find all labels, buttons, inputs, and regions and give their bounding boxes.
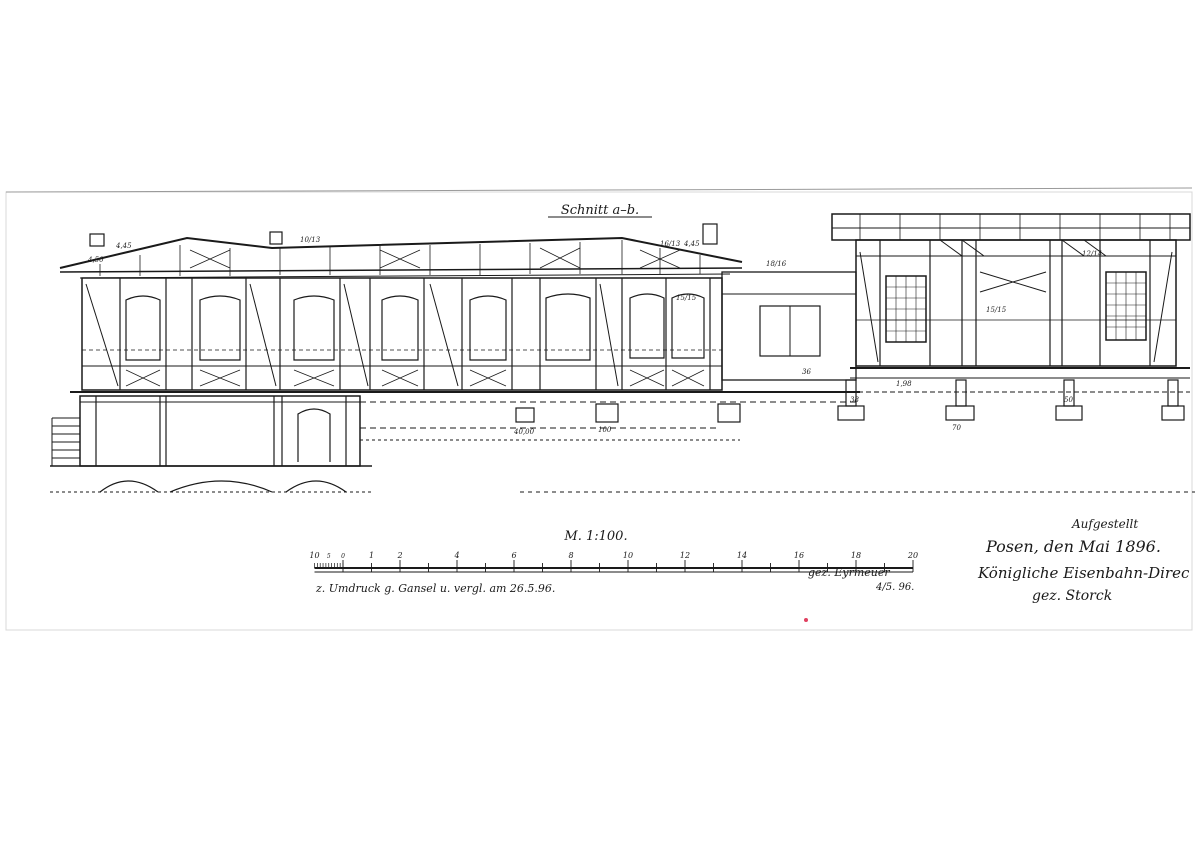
grid-window-left xyxy=(885,275,927,343)
grid-window-right xyxy=(1105,271,1147,341)
dim-label: 100 xyxy=(598,426,612,434)
dim-label: 40,00 xyxy=(513,428,535,436)
signature-block: Aufgestellt Posen, den Mai 1896. Königli… xyxy=(977,517,1190,604)
dim-label: 4,45 xyxy=(115,242,132,250)
wall-braces xyxy=(85,283,619,387)
copy-paper-edge xyxy=(5,191,1193,631)
chimney-right xyxy=(702,223,718,245)
roof-trusses xyxy=(99,240,701,276)
left-building xyxy=(59,223,860,393)
scale-tick-label: 14 xyxy=(737,551,747,560)
dim-label: 1,98 xyxy=(896,380,912,388)
signature-line-3: Königliche Eisenbahn-Direc xyxy=(977,564,1190,582)
basement-door xyxy=(297,408,331,462)
scale-tick-label: 10 xyxy=(623,551,633,560)
footings-left xyxy=(515,403,741,423)
chimney-left xyxy=(89,233,105,247)
dim-label: 50 xyxy=(1064,396,1073,404)
dim-label: 16/13 xyxy=(660,240,681,248)
dimension-labels: 4,45 4,50 10/13 16/13 4,45 15/15 18/16 1… xyxy=(87,236,1102,436)
scale-tick-label: 10 xyxy=(309,551,319,560)
dim-label: 70 xyxy=(952,424,961,432)
roof-line xyxy=(59,236,743,269)
signature-line-4: gez. Storck xyxy=(1032,588,1112,604)
scale-tick-label: 16 xyxy=(794,551,804,560)
section-title: Schnitt a–b. xyxy=(561,203,639,218)
reprint-note: z. Umdruck g. Gansel u. vergl. am 26.5.9… xyxy=(315,582,555,595)
dim-label: 18/16 xyxy=(766,260,787,268)
dim-label: 4,50 xyxy=(87,256,104,264)
scale-tick-label: 5 xyxy=(327,553,331,560)
red-dot-mark xyxy=(804,618,808,622)
drawn-date-note: 4/5. 96. xyxy=(875,582,914,593)
dim-label: 4,45 xyxy=(683,240,700,248)
scale-tick-label: 8 xyxy=(568,551,573,560)
scale-tick-label: 0 xyxy=(341,553,345,560)
upper-posts xyxy=(879,240,1151,366)
foundation-arches xyxy=(99,480,347,493)
scale-tick-label: 6 xyxy=(511,551,516,560)
platform-footings xyxy=(837,405,1185,421)
signature-line-2: Posen, den Mai 1896. xyxy=(985,537,1161,556)
scale-title: M. 1:100. xyxy=(563,529,627,544)
eave-line xyxy=(59,267,743,273)
dim-label: 10/13 xyxy=(300,236,321,244)
right-building xyxy=(831,213,1191,421)
wall-posts xyxy=(119,278,711,390)
dim-label: 12/14 xyxy=(1082,250,1102,258)
dim-label: 15/15 xyxy=(676,294,697,302)
level-lines xyxy=(360,401,1195,493)
basement xyxy=(50,395,372,493)
signature-line-1: Aufgestellt xyxy=(1071,517,1138,531)
dim-label: 15/15 xyxy=(986,306,1007,314)
upper-wall xyxy=(855,239,1177,367)
lower-cross-bracing xyxy=(125,369,705,387)
dim-label: 38 xyxy=(850,396,859,404)
chimney-middle xyxy=(269,231,283,245)
scale-tick-label: 12 xyxy=(680,551,690,560)
drawn-by-note: gez. Eyrmeuer xyxy=(808,566,890,579)
dim-label: 36 xyxy=(802,368,811,376)
scale-tick-label: 2 xyxy=(396,551,402,560)
scale-tick-label: 18 xyxy=(851,551,861,560)
basement-stairs xyxy=(51,417,80,466)
arched-windows xyxy=(125,293,705,361)
scale-tick-label: 4 xyxy=(453,551,459,560)
scale-tick-label: 20 xyxy=(907,551,918,560)
upper-roof-studs xyxy=(859,214,1171,240)
scale-tick-label: 1 xyxy=(369,551,374,560)
upper-braces xyxy=(859,239,1173,363)
basement-piers xyxy=(95,396,347,466)
copy-top-edge xyxy=(5,187,1193,193)
